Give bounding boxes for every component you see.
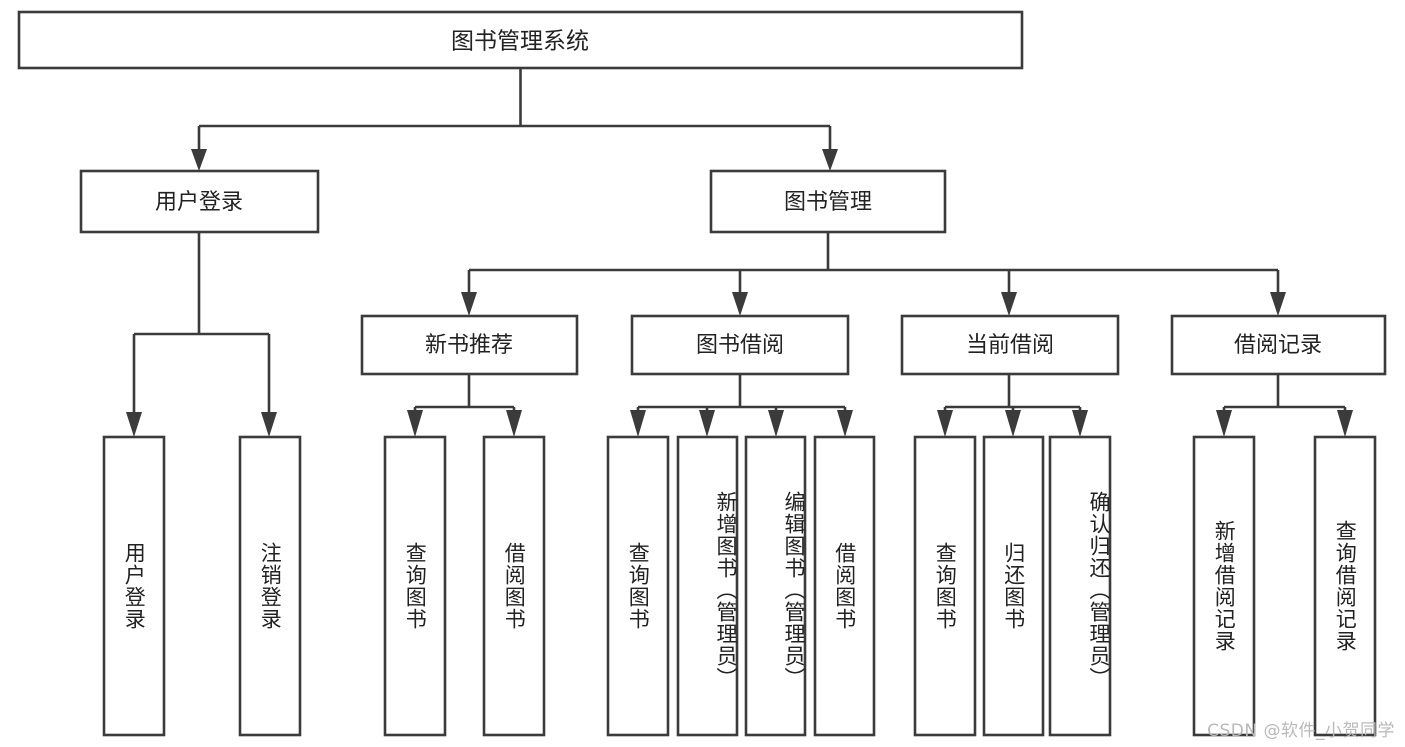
connector-group-book-borrow — [630, 374, 853, 437]
node-leaf-add-record[interactable] — [1192, 435, 1256, 737]
node-leaf-borrow-book-1[interactable] — [482, 435, 546, 737]
node-current-borrow[interactable] — [900, 314, 1120, 376]
arrow-book-borrow — [732, 292, 748, 316]
connector-group-borrow-record — [1216, 374, 1353, 437]
arrow-leaf-return-book — [1005, 410, 1021, 437]
node-leaf-logout[interactable] — [238, 435, 302, 737]
arrow-leaf-query-book-2 — [630, 410, 646, 437]
arrow-leaf-add-record — [1216, 410, 1232, 437]
node-leaf-edit-book[interactable] — [744, 435, 807, 737]
connector-group-user-login — [126, 232, 277, 437]
arrow-current-borrow — [1001, 292, 1017, 316]
node-leaf-add-book[interactable] — [676, 435, 739, 737]
label-book-borrow: 图书借阅 — [696, 333, 784, 358]
arrow-leaf-add-book — [699, 410, 715, 437]
arrow-leaf-borrow-book-1 — [506, 410, 522, 437]
label-user-login: 用户登录 — [155, 190, 243, 215]
arrow-borrow-record — [1270, 292, 1286, 316]
connector-group-new-book-rec — [407, 374, 522, 437]
node-root[interactable] — [17, 10, 1024, 70]
node-leaf-user-login[interactable] — [102, 435, 166, 737]
node-leaf-confirm-return[interactable] — [1048, 435, 1112, 737]
node-leaf-query-book-1[interactable] — [383, 435, 447, 737]
label-book-manage: 图书管理 — [784, 190, 872, 215]
node-user-login[interactable] — [79, 169, 320, 234]
arrow-leaf-query-book-1 — [407, 410, 423, 437]
arrow-leaf-edit-book — [768, 410, 784, 437]
arrow-to-book-manage — [822, 149, 838, 171]
node-leaf-borrow-book-2[interactable] — [813, 435, 876, 737]
node-leaf-query-book-3[interactable] — [913, 435, 977, 737]
arrow-new-book-rec — [461, 292, 477, 316]
connector-group-root — [191, 68, 838, 171]
node-book-borrow[interactable] — [630, 314, 850, 376]
arrow-leaf-logout — [261, 412, 277, 437]
node-leaf-query-book-2[interactable] — [606, 435, 670, 737]
label-borrow-record: 借阅记录 — [1234, 333, 1322, 358]
arrow-leaf-query-record — [1337, 410, 1353, 437]
node-leaf-query-record[interactable] — [1313, 435, 1377, 737]
arrow-to-user-login — [191, 149, 207, 171]
label-new-book-rec: 新书推荐 — [425, 333, 513, 358]
node-leaf-return-book[interactable] — [982, 435, 1045, 737]
arrow-leaf-borrow-book-2 — [837, 410, 853, 437]
arrow-leaf-query-book-3 — [937, 410, 953, 437]
node-book-manage[interactable] — [709, 169, 947, 234]
connector-group-book-manage — [461, 232, 1286, 316]
arrow-leaf-confirm-return — [1072, 410, 1088, 437]
watermark-text: CSDN @软件_小贺同学 — [1207, 721, 1395, 741]
label-root: 图书管理系统 — [451, 29, 589, 55]
connector-group-current-borrow — [937, 374, 1088, 437]
label-current-borrow: 当前借阅 — [966, 333, 1054, 358]
node-new-book-rec[interactable] — [360, 314, 579, 376]
node-borrow-record[interactable] — [1170, 314, 1387, 376]
arrow-leaf-user-login — [126, 412, 142, 437]
